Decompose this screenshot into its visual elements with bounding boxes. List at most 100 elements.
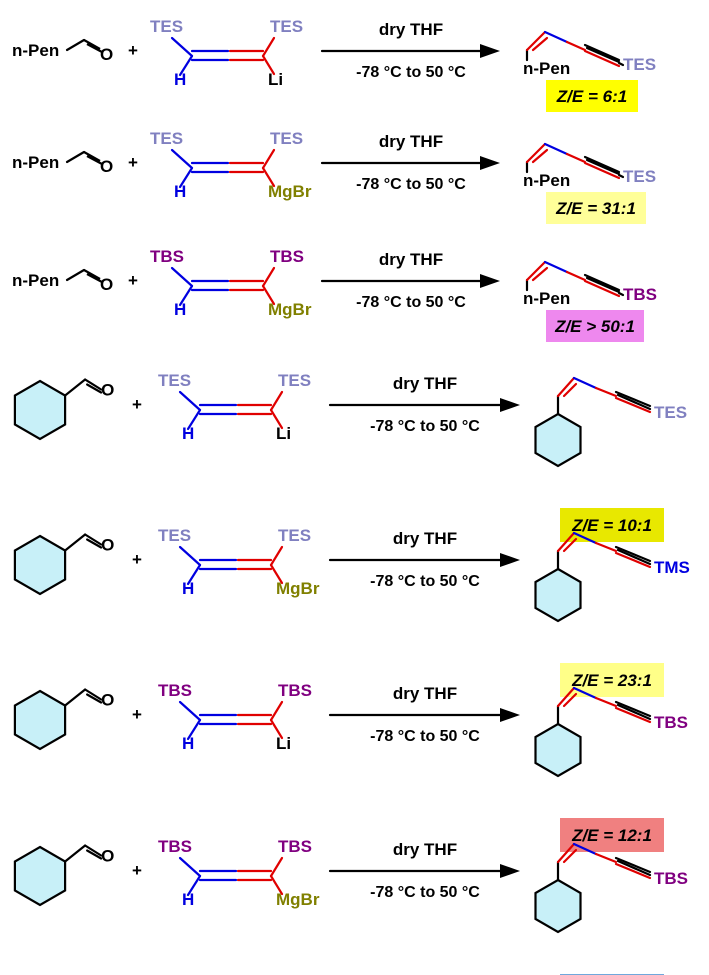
product-alkene-bond-b [531, 36, 549, 52]
product-alkyne-bond-4 [616, 548, 652, 566]
ratio-box [546, 80, 638, 112]
conditions-temperature: -78 °C to 50 °C [370, 728, 480, 745]
reagent-bond-to-left-silyl [178, 545, 202, 567]
reagent-bond-to-h [186, 874, 202, 897]
product-alkene-bond-a [525, 260, 547, 282]
carbonyl-bond-2 [86, 538, 103, 549]
ratio-label: Z/E > 50:1 [554, 317, 635, 336]
ratio-box [546, 192, 646, 224]
cyclohexane-ring [13, 845, 67, 907]
aldehyde-bond [65, 38, 86, 52]
conditions-solvent: dry THF [379, 132, 443, 151]
product-alkyne-bond-5 [617, 61, 625, 67]
reagent-bond-to-h [178, 54, 194, 77]
reagent-bond-to-left-silyl [170, 36, 194, 58]
right-silyl-label: TES [270, 17, 303, 36]
plus-sign: + [128, 271, 138, 290]
product-alkyne-bond-1 [565, 152, 587, 164]
reagent-bond-to-left-silyl [178, 390, 202, 412]
product-alkyne-bond-2 [614, 700, 652, 718]
reagent-h-label: H [174, 300, 186, 319]
reagent-bond-to-metal [269, 874, 284, 896]
carbonyl-oxygen: O [100, 275, 113, 294]
right-silyl-label: TES [278, 526, 311, 545]
carbonyl-bond-2 [86, 693, 103, 704]
product-alkyne-bond-3 [583, 49, 621, 68]
left-silyl-label: TBS [150, 247, 184, 266]
reagent-bond-to-h [186, 718, 202, 741]
reagent-bond-to-left-silyl [178, 856, 202, 878]
reagent-bond-to-metal [261, 166, 276, 188]
reagent-bond-to-right-silyl [269, 856, 284, 878]
plus-sign: + [128, 41, 138, 60]
metal-label: MgBr [276, 579, 320, 598]
reagent-bond-to-metal [269, 718, 284, 740]
ratio-box [546, 310, 644, 342]
carbonyl-oxygen: O [101, 536, 114, 555]
product-alkyne-bond-1 [594, 696, 618, 708]
product-allylic-bond [543, 260, 569, 274]
carbonyl-bond-1 [83, 39, 101, 50]
product-allylic-bond [543, 142, 569, 156]
ratio-label: Z/E = 31:1 [555, 199, 636, 218]
right-silyl-label: TES [270, 129, 303, 148]
metal-label: MgBr [268, 300, 312, 319]
carbonyl-bond-1 [84, 844, 103, 857]
product-alkyne-bond-2 [614, 545, 652, 563]
ratio-label: Z/E = 23:1 [571, 671, 652, 690]
left-silyl-label: TES [158, 371, 191, 390]
product-alkyne-bond-2 [583, 155, 621, 174]
reaction-arrow-head [500, 553, 520, 567]
left-silyl-label: TES [150, 17, 183, 36]
reagent-bond-to-right-silyl [261, 148, 276, 170]
carbonyl-oxygen: O [101, 847, 114, 866]
aldehyde-bond [65, 150, 86, 164]
right-silyl-label: TBS [278, 837, 312, 856]
carbonyl-bond-1 [83, 269, 101, 280]
product-alkyne-bond-4 [616, 859, 652, 877]
reagent-bond-to-right-silyl [269, 390, 284, 412]
reagent-bond-to-h [186, 563, 202, 586]
carbonyl-bond-2 [86, 155, 103, 165]
conditions-solvent: dry THF [379, 20, 443, 39]
reagent-bond-to-right-silyl [269, 700, 284, 722]
conditions-temperature: -78 °C to 50 °C [370, 884, 480, 901]
product-alkyne-bond-3 [583, 279, 621, 298]
product-alkene-bond-a [525, 142, 547, 164]
reagent-h-label: H [182, 890, 194, 909]
product-cyclohexane-ring [534, 722, 582, 778]
product-silyl-label: TES [623, 167, 656, 186]
product-cyclohexane-ring [534, 412, 582, 468]
metal-label: Li [276, 424, 291, 443]
carbonyl-bond-2 [86, 43, 103, 53]
product-allylic-bond [572, 686, 598, 700]
plus-sign: + [132, 705, 142, 724]
carbonyl-bond-2 [86, 273, 103, 283]
product-alkyne-bond-3 [614, 862, 652, 880]
product-alkene-bond-b [562, 848, 578, 864]
right-silyl-label: TBS [270, 247, 304, 266]
reagent-bond-to-h [178, 284, 194, 307]
carbonyl-oxygen: O [101, 691, 114, 710]
product-silyl-label: TMS [654, 558, 690, 577]
product-alkene-bond-b [531, 266, 549, 282]
product-alkyne-bond-4 [616, 393, 652, 411]
product-alkyne-bond-1 [565, 40, 587, 52]
reagent-h-label: H [174, 182, 186, 201]
product-alkene-bond-a [556, 376, 576, 398]
aldehyde-bond [64, 844, 87, 863]
plus-sign: + [128, 153, 138, 172]
reagent-bond-to-h [178, 166, 194, 189]
product-alkyne-bond-4 [585, 276, 621, 294]
reagent-bond-to-left-silyl [170, 148, 194, 170]
metal-label: Li [276, 734, 291, 753]
ratio-label: Z/E = 12:1 [571, 826, 652, 845]
reaction-arrow-head [480, 274, 500, 288]
reagent-bond-to-right-silyl [269, 545, 284, 567]
right-silyl-label: TBS [278, 681, 312, 700]
reagent-bond-to-right-silyl [261, 266, 276, 288]
aldehyde-label: n-Pen [12, 41, 59, 60]
product-alkyne-bond-3 [614, 396, 652, 414]
product-alkyne-bond-5 [617, 173, 625, 179]
